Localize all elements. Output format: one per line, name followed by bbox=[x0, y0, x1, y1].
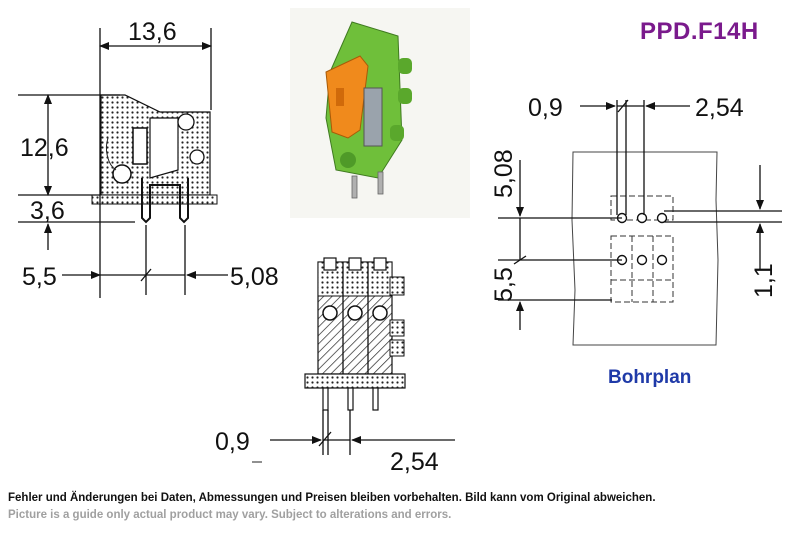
front-pitch-label: 2,54 bbox=[390, 448, 439, 476]
disclaimer-english: Picture is a guide only actual product m… bbox=[8, 509, 452, 521]
drill-pin-width-label: 0,9 bbox=[528, 94, 563, 122]
disclaimer-german: Fehler und Änderungen bei Daten, Abmessu… bbox=[8, 492, 656, 504]
product-photo bbox=[290, 8, 470, 218]
drill-row-spacing-label: 5,08 bbox=[490, 149, 518, 198]
side-base-label: 3,6 bbox=[30, 197, 65, 225]
side-pin-offset-label: 5,5 bbox=[22, 263, 57, 291]
drill-row-offset-label: 5,5 bbox=[490, 267, 518, 302]
product-code: PPD.F14H bbox=[640, 18, 759, 45]
side-pitch-label: 5,08 bbox=[230, 263, 279, 291]
side-height-label: 12,6 bbox=[20, 134, 69, 162]
side-view: 13,6 12,6 3,6 5,5 5,08 bbox=[18, 18, 279, 298]
front-view: 0,9 2,54 bbox=[215, 257, 455, 476]
side-width-label: 13,6 bbox=[128, 18, 177, 46]
drill-hole-label: 1,1 bbox=[750, 263, 778, 298]
drill-plan: 0,9 2,54 5,08 5,5 1,1 bbox=[490, 94, 782, 346]
drill-plan-title: Bohrplan bbox=[608, 367, 692, 388]
front-pin-width-label: 0,9 bbox=[215, 428, 250, 456]
drill-pitch-label: 2,54 bbox=[695, 94, 744, 122]
